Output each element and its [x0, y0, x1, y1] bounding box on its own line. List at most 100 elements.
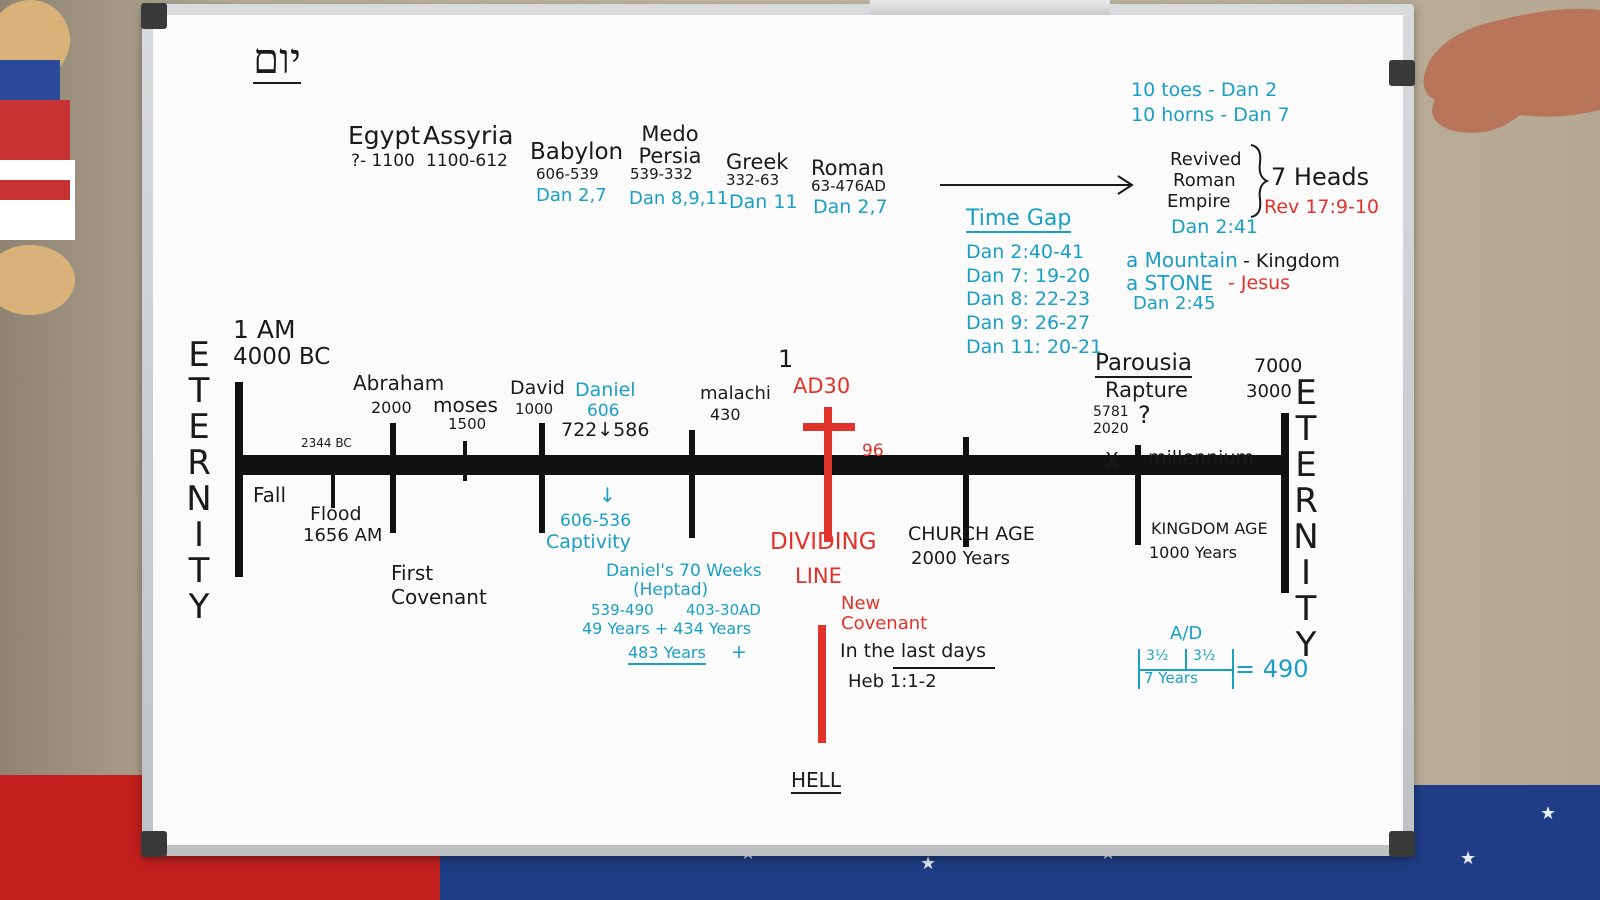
- ad30-label: AD30: [793, 374, 851, 398]
- frame-corner: [1389, 831, 1415, 857]
- rapture-label: Rapture: [1105, 378, 1188, 402]
- ad-total: = 490: [1235, 655, 1309, 683]
- arrow-right-icon: [940, 175, 1134, 195]
- empire-medo-persia-ref: Dan 8,9,11: [629, 188, 729, 209]
- heb-reference: Heb 1:1-2: [848, 671, 937, 692]
- fall-label: Fall: [253, 483, 287, 507]
- empire-egypt-dates: ?- 1100: [351, 151, 415, 171]
- empire-roman-dates: 63-476AD: [811, 177, 886, 195]
- a-stone: a STONE: [1126, 271, 1213, 295]
- parousia-label: Parousia: [1095, 351, 1192, 379]
- abraham-tick: [390, 423, 396, 533]
- time-gap-title: Time Gap: [966, 207, 1072, 234]
- empire-medo-persia-name: Medo Persia: [638, 122, 702, 169]
- question-mark: ?: [1138, 401, 1151, 429]
- frame-corner: [141, 831, 167, 857]
- revived-roman-empire-line3: Empire: [1167, 191, 1231, 212]
- toes-note: 10 toes - Dan 2: [1131, 79, 1278, 101]
- empire-babylon-dates: 606-539: [536, 165, 599, 183]
- captivity-label: Captivity: [546, 531, 631, 553]
- flood-label: Flood: [310, 503, 362, 525]
- dan-2-45: Dan 2:45: [1133, 293, 1216, 314]
- flood-am: 1656 AM: [303, 525, 383, 546]
- horns-note: 10 horns - Dan 7: [1131, 104, 1290, 126]
- ad-divider: [1185, 649, 1187, 669]
- first-covenant-line2: Covenant: [391, 585, 487, 609]
- moses-date: 1500: [448, 415, 487, 433]
- split-kingdom-dates: 722↓586: [561, 419, 650, 441]
- cross-horizontal: [803, 423, 855, 431]
- year-5781: 5781: [1093, 404, 1129, 420]
- time-gap-ref: Dan 11: 20-21: [966, 336, 1103, 358]
- millennium-label: millennium: [1148, 447, 1254, 469]
- revived-roman-empire-line1: Revived: [1170, 149, 1242, 170]
- rapture-tick: [1135, 445, 1141, 545]
- empire-greek-ref: Dan 11: [729, 191, 798, 213]
- x-mark: X: [1105, 448, 1119, 472]
- ninety-six: 96: [862, 441, 884, 461]
- ad-seven-years: 7 Years: [1144, 669, 1198, 687]
- dividing-label: DIVIDING: [770, 529, 877, 555]
- weeks-years-line: 49 Years + 434 Years: [582, 619, 752, 638]
- flood-date: 2344 BC: [301, 436, 352, 450]
- malachi-tick: [689, 430, 695, 538]
- empire-babylon-name: Babylon: [530, 139, 624, 165]
- timeline-end-marker: [1281, 413, 1289, 593]
- ad-bracket: [1138, 649, 1234, 689]
- new-covenant-line1: New: [841, 593, 881, 614]
- weeks-plus: +: [731, 641, 747, 663]
- church-age-years: 2000 Years: [911, 548, 1011, 569]
- frame-corner: [141, 3, 167, 29]
- weeks-total: 483 Years: [628, 644, 706, 665]
- first-covenant-line1: First: [391, 561, 434, 585]
- year-2020: 2020: [1093, 421, 1129, 437]
- empire-egypt-name: Egypt: [348, 121, 421, 150]
- dan-2-41: Dan 2:41: [1171, 216, 1259, 238]
- ad-half-2: 3½: [1193, 648, 1216, 664]
- dividing-line-red: [818, 625, 826, 743]
- daniel-label: Daniel: [575, 379, 636, 401]
- captivity-years: 606-536: [560, 511, 632, 531]
- ad-label: A/D: [1170, 623, 1203, 644]
- last-days-text: In the last days: [840, 640, 987, 662]
- ad-underline: [1140, 669, 1232, 671]
- church-age-tick: [963, 437, 969, 547]
- end-3000: 3000: [1246, 381, 1292, 402]
- last-days-underline: [893, 667, 995, 669]
- empire-assyria-name: Assyria: [423, 121, 514, 150]
- whiteboard: יום Egypt ?- 1100 Assyria 1100-612 Babyl…: [141, 3, 1415, 857]
- seven-heads: 7 Heads: [1271, 163, 1370, 191]
- empire-medo-persia-dates: 539-332: [630, 165, 693, 183]
- empire-roman-ref: Dan 2,7: [813, 196, 888, 218]
- one-marker: 1: [778, 345, 794, 373]
- cross-vertical: [824, 407, 832, 542]
- weeks-title: Daniel's 70 Weeks: [606, 561, 762, 581]
- frame-corner: [1389, 60, 1415, 86]
- a-mountain: a Mountain: [1126, 248, 1238, 272]
- empire-assyria-dates: 1100-612: [426, 151, 508, 171]
- jesus-label: - Jesus: [1228, 272, 1291, 294]
- end-7000: 7000: [1254, 355, 1303, 377]
- flood-tick: [331, 460, 335, 508]
- time-gap-ref: Dan 9: 26-27: [966, 312, 1091, 334]
- time-gap-ref: Dan 7: 19-20: [966, 265, 1091, 287]
- empire-roman-name: Roman: [811, 156, 885, 180]
- new-covenant-line2: Covenant: [841, 613, 928, 634]
- david-label: David: [510, 377, 565, 399]
- malachi-label: malachi: [700, 383, 771, 404]
- kingdom-age-label: KINGDOM AGE: [1151, 519, 1268, 538]
- empire-greek-dates: 332-63: [726, 171, 780, 189]
- ad-half-1: 3½: [1146, 648, 1169, 664]
- david-tick: [539, 423, 545, 533]
- empire-greek-name: Greek: [726, 150, 789, 174]
- revived-roman-empire-line2: Roman: [1173, 170, 1236, 191]
- hebrew-yom: יום: [253, 34, 301, 85]
- daniel-date: 606: [587, 401, 620, 421]
- curly-brace-icon: [1250, 144, 1270, 218]
- church-age-label: CHURCH AGE: [908, 523, 1035, 545]
- start-4000bc: 4000 BC: [233, 344, 331, 370]
- kingdom-age-years: 1000 Years: [1149, 543, 1238, 562]
- abraham-date: 2000: [371, 398, 412, 417]
- hand-holding-board: [1423, 8, 1600, 133]
